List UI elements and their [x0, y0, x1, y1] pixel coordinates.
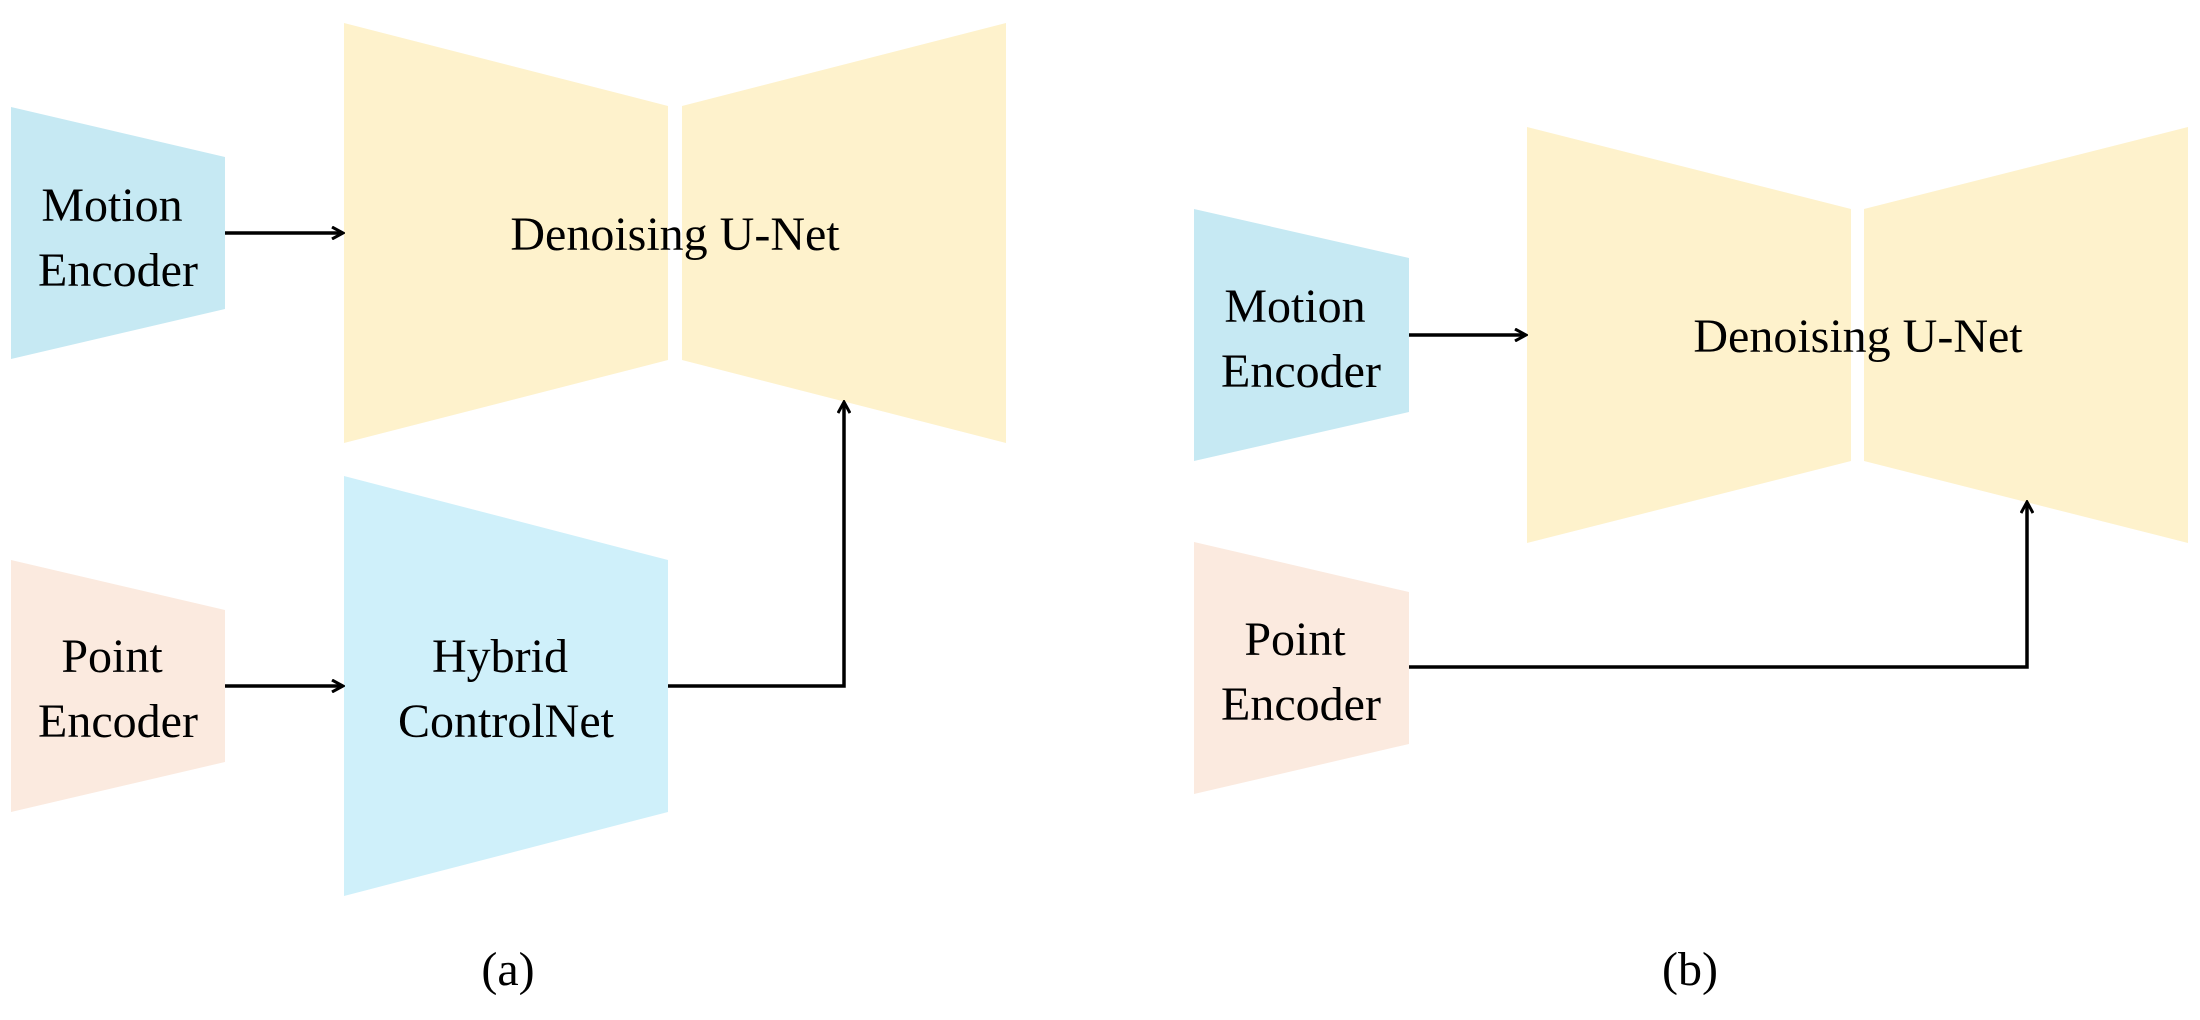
panel-b-motion-encoder-shape	[1194, 209, 1409, 461]
panel-b-unet-decoder-half	[1864, 127, 2188, 543]
panel-b-unet-label: Denoising U-Net	[1693, 310, 2023, 363]
panel-a-point-encoder-label-line2: Encoder	[38, 695, 198, 748]
panel-a-motion-encoder-label-line1: Motion	[41, 179, 182, 232]
panel-b-unet-encoder-half	[1527, 127, 1851, 543]
panel-b: Motion Encoder Point Encoder Denoising U…	[1194, 127, 2188, 996]
svg-text:Motion Encoder: Motion Encoder	[38, 179, 198, 297]
svg-text:Motion Encoder: Motion Encoder	[1221, 280, 1381, 398]
panel-b-motion-encoder-label-line1: Motion	[1224, 280, 1365, 333]
panel-b-motion-encoder: Motion Encoder	[1194, 209, 1409, 461]
panel-b-point-encoder: Point Encoder	[1194, 542, 1409, 794]
panel-a-point-encoder: Point Encoder	[11, 560, 225, 812]
panel-b-denoising-unet: Denoising U-Net	[1527, 127, 2188, 543]
panel-b-caption: (b)	[1662, 943, 1718, 996]
panel-a-unet-label: Denoising U-Net	[510, 208, 840, 261]
panel-a-unet-decoder-half	[682, 23, 1006, 443]
panel-a-point-encoder-label-line1: Point	[61, 630, 163, 683]
panel-b-point-encoder-label-line1: Point	[1244, 613, 1346, 666]
panel-b-motion-encoder-label-line2: Encoder	[1221, 345, 1381, 398]
panel-b-point-encoder-shape	[1194, 542, 1409, 794]
panel-a-caption: (a)	[481, 943, 534, 996]
panel-a-unet-encoder-half	[344, 23, 668, 443]
svg-text:Point Encoder: Point Encoder	[38, 630, 198, 748]
panel-a-denoising-unet: Denoising U-Net	[344, 23, 1006, 443]
panel-a-hybrid-controlnet: Hybrid ControlNet	[344, 476, 668, 896]
panel-a-motion-encoder: Motion Encoder	[11, 107, 225, 359]
panel-a: Motion Encoder Point Encoder Denoising U…	[11, 23, 1006, 996]
svg-text:Hybrid ControlNet: Hybrid ControlNet	[398, 630, 615, 748]
panel-a-controlnet-label-line2: ControlNet	[398, 695, 615, 748]
panel-b-arrow-point-to-unet	[1409, 503, 2027, 669]
panel-a-motion-encoder-label-line2: Encoder	[38, 244, 198, 297]
panel-a-controlnet-label-line1: Hybrid	[432, 630, 568, 683]
svg-text:Point Encoder: Point Encoder	[1221, 613, 1381, 731]
panel-a-arrow-controlnet-to-unet	[668, 403, 844, 688]
panel-a-point-encoder-shape	[11, 560, 225, 812]
panel-a-controlnet-shape	[344, 476, 668, 896]
panel-b-point-encoder-label-line2: Encoder	[1221, 678, 1381, 731]
panel-a-motion-encoder-shape	[11, 107, 225, 359]
